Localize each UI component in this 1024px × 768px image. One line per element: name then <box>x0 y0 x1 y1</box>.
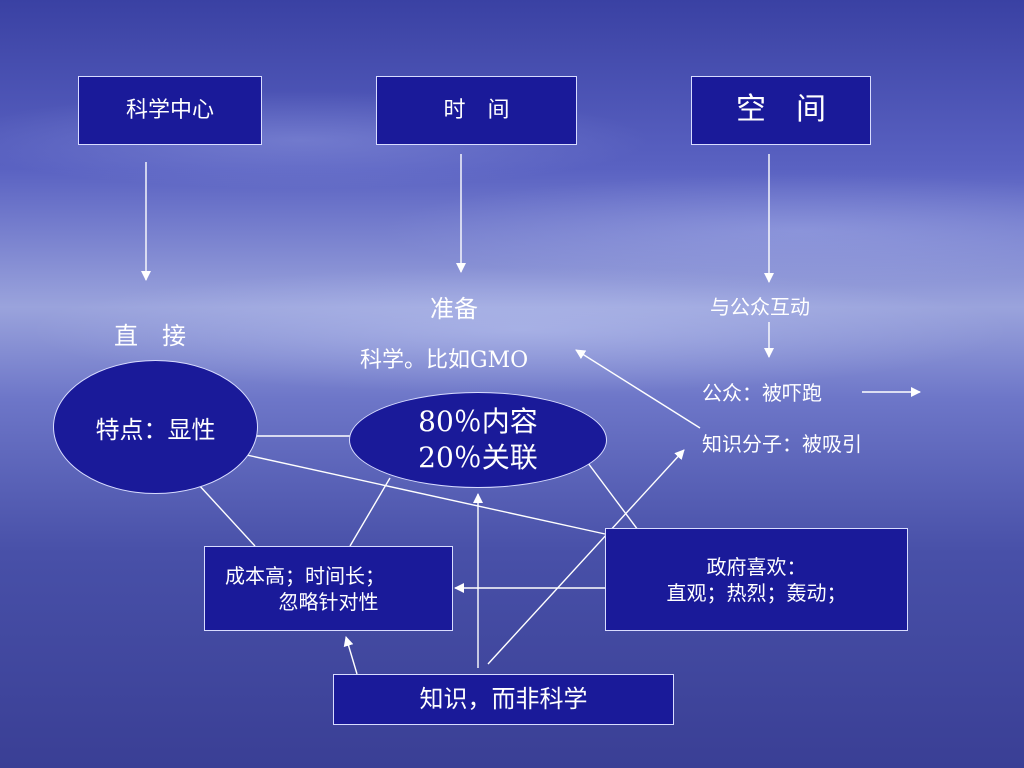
direct-label: 直 接 <box>114 322 186 350</box>
prepare-label: 准备 <box>430 295 478 323</box>
arrow-gov-to-content <box>581 454 639 531</box>
line-feature-to-cost <box>197 483 256 547</box>
arrow-intellectuals-to-gmo <box>575 349 701 429</box>
government-line-2: 直观；热烈；轰动； <box>666 580 847 605</box>
interact-public-label: 与公众互动 <box>710 295 810 319</box>
cost-box: 成本高；时间长； 忽略针对性 <box>204 546 453 631</box>
line-content-to-cost <box>349 477 391 547</box>
science-center-box: 科学中心 <box>78 76 262 145</box>
content-line-1: 80％内容 <box>418 404 538 438</box>
time-label: 时 间 <box>443 97 510 123</box>
content-ellipse: 80％内容 20％关联 <box>349 392 607 488</box>
space-label: 空 间 <box>736 92 826 128</box>
content-line-2: 20％关联 <box>418 441 538 474</box>
knowledge-label: 知识，而非科学 <box>419 685 588 714</box>
intellectuals-attracted-label: 知识分子：被吸引 <box>702 432 862 456</box>
feature-ellipse: 特点：显性 <box>53 360 258 494</box>
time-box: 时 间 <box>376 76 577 145</box>
public-scared-label: 公众：被吓跑 <box>702 381 822 405</box>
arrow-knowledge-to-intellectuals <box>487 449 685 665</box>
feature-label: 特点：显性 <box>95 415 216 444</box>
space-box: 空 间 <box>691 76 871 145</box>
science-center-label: 科学中心 <box>125 97 214 123</box>
cost-line-2: 忽略针对性 <box>278 589 379 614</box>
government-box: 政府喜欢： 直观；热烈；轰动； <box>605 528 908 631</box>
knowledge-box: 知识，而非科学 <box>333 674 674 725</box>
arrow-gov-to-feature <box>223 447 606 535</box>
science-gmo-label: 科学。比如GMO <box>360 348 529 373</box>
arrow-knowledge-to-cost <box>343 636 358 675</box>
government-line-1: 政府喜欢： <box>706 554 807 579</box>
cost-line-1: 成本高；时间长； <box>225 563 385 588</box>
